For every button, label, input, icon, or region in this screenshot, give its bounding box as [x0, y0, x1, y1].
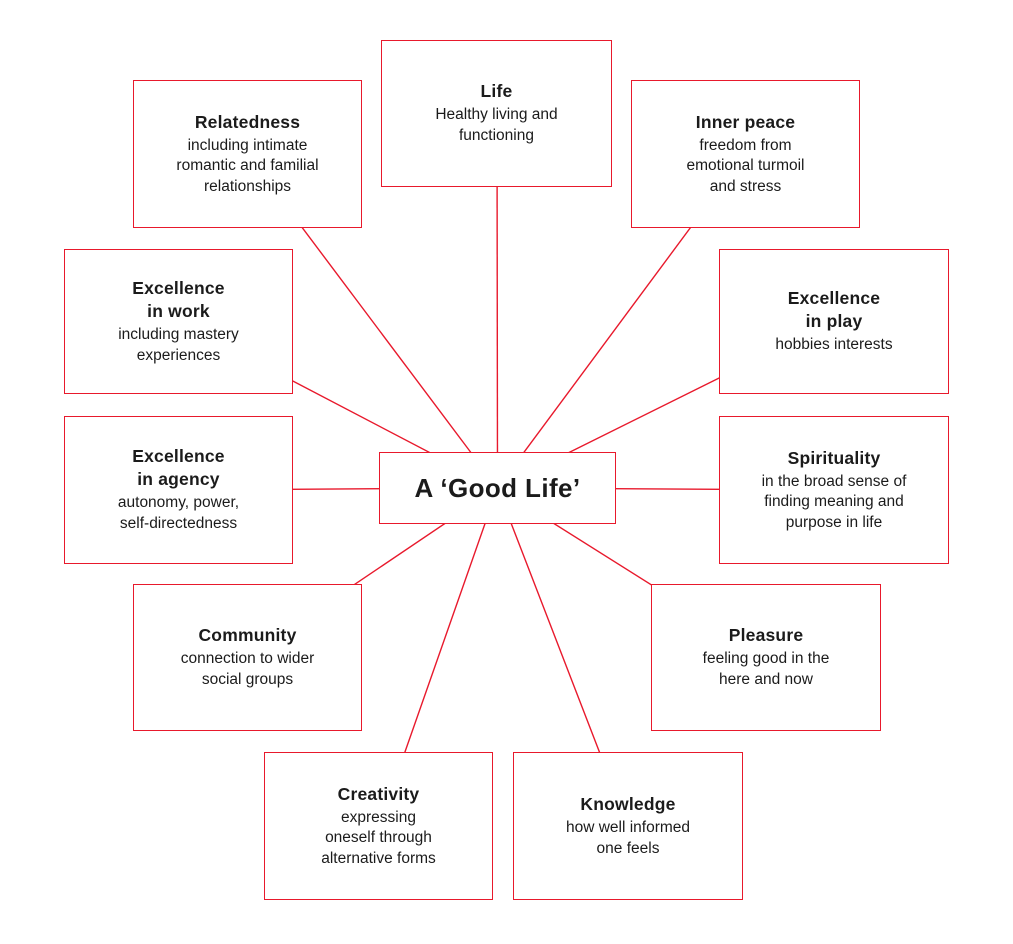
node-knowledge: Knowledge how well informed one feels [513, 752, 743, 900]
node-creativity: Creativity expressing oneself through al… [264, 752, 493, 900]
center-label: A ‘Good Life’ [414, 472, 581, 503]
node-life-title: Life [480, 81, 513, 102]
node-spirituality-desc: in the broad sense of finding meaning an… [761, 472, 907, 531]
node-relatedness: Relatedness including intimate romantic … [133, 80, 362, 228]
node-pleasure-desc: feeling good in the here and now [702, 650, 830, 689]
node-knowledge-desc: how well informed one feels [565, 818, 691, 857]
node-pleasure: Pleasure feeling good in the here and no… [651, 584, 881, 731]
node-relatedness-title: Relatedness [194, 111, 301, 132]
node-excellence-in-work-desc: including mastery experiences [118, 325, 239, 364]
node-inner-peace-title: Inner peace [695, 111, 796, 132]
node-pleasure-title: Pleasure [728, 625, 804, 646]
node-community-desc: connection to wider social groups [180, 650, 315, 689]
node-life-desc: Healthy living and functioning [435, 106, 558, 145]
node-inner-peace: Inner peace freedom from emotional turmo… [631, 80, 860, 228]
node-community: Community connection to wider social gro… [133, 584, 362, 731]
node-life: Life Healthy living and functioning [381, 40, 612, 187]
node-inner-peace-desc: freedom from emotional turmoil and stres… [686, 136, 805, 195]
node-excellence-in-play-title: Excellence in play [787, 288, 881, 332]
node-excellence-in-work: Excellence in work including mastery exp… [64, 249, 293, 394]
node-community-title: Community [198, 625, 297, 646]
node-excellence-in-work-title: Excellence in work [132, 277, 225, 321]
node-relatedness-desc: including intimate romantic and familial… [176, 136, 319, 195]
node-excellence-in-agency-desc: autonomy, power, self-directedness [117, 494, 240, 533]
node-excellence-in-play-desc: hobbies interests [775, 336, 893, 354]
node-excellence-in-agency: Excellence in agency autonomy, power, se… [64, 416, 293, 564]
node-knowledge-title: Knowledge [580, 793, 676, 814]
node-spirituality: Spirituality in the broad sense of findi… [719, 416, 949, 564]
node-creativity-desc: expressing oneself through alternative f… [321, 808, 436, 867]
node-excellence-in-agency-title: Excellence in agency [132, 446, 225, 490]
node-spirituality-title: Spirituality [787, 447, 881, 468]
node-creativity-title: Creativity [337, 783, 420, 804]
node-excellence-in-play: Excellence in play hobbies interests [719, 249, 949, 394]
node-center-good-life: A ‘Good Life’ [379, 452, 616, 524]
